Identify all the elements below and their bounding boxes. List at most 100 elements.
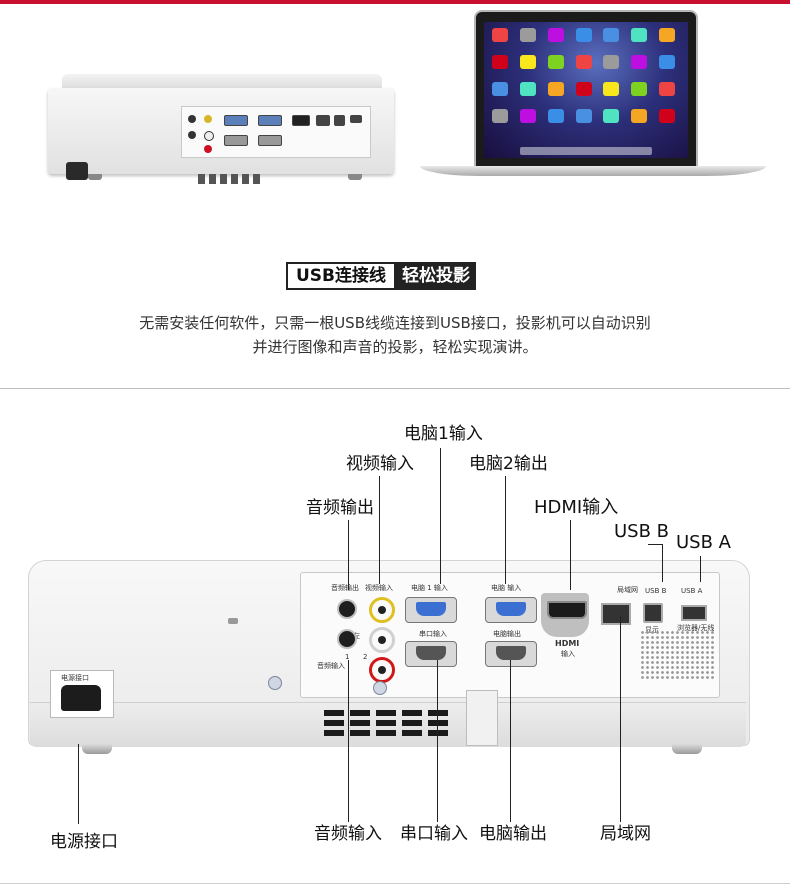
app-icon-grid <box>492 28 682 132</box>
leader-line-lan <box>620 616 621 822</box>
panel-label-usb-a-sub: 浏览器/无线 <box>677 624 715 632</box>
app-icon <box>492 28 508 42</box>
laptop-illustration <box>420 10 766 180</box>
app-icon <box>659 28 676 42</box>
app-icon <box>575 55 592 69</box>
leader-line-serial-in <box>437 660 438 822</box>
panel-label-audio-in: 音频输入 <box>317 662 345 670</box>
app-icon <box>631 82 648 96</box>
power-socket-icon <box>61 685 101 711</box>
panel-label-power: 电源接口 <box>61 674 89 682</box>
app-icon <box>575 109 592 123</box>
leader-line-video-in <box>379 476 380 584</box>
app-icon <box>519 28 536 42</box>
audio-jack-icon <box>188 131 196 139</box>
panel-label-serial-in: 串口输入 <box>419 630 447 638</box>
app-icon <box>631 55 648 69</box>
leader-line-usb-a <box>700 556 701 582</box>
panel-label-pc2-in: 电脑 输入 <box>491 584 522 592</box>
callout-usb-b: USB B <box>614 521 670 542</box>
callout-lan: 局域网 <box>600 824 651 844</box>
hdmi-logo: HDMI <box>555 639 580 648</box>
description-line-2: 并进行图像和声音的投影，轻松实现演讲。 <box>252 338 538 356</box>
lock-slot <box>228 618 238 624</box>
lan-port-icon <box>601 603 631 625</box>
app-icon <box>575 28 592 42</box>
app-icon <box>519 82 536 96</box>
projector-rear-thumbnail <box>48 74 394 184</box>
callout-power: 电源接口 <box>50 832 118 852</box>
panel-label-hdmi-sub: 输入 <box>561 650 575 658</box>
hdmi-port-icon <box>292 115 310 126</box>
usb-port-icon <box>350 115 362 123</box>
audio-out-jack-icon <box>337 599 357 619</box>
screw-icon <box>373 681 387 695</box>
pc1-in-vga-port-icon <box>405 597 457 623</box>
app-icon <box>492 82 508 96</box>
audio-in-jack-1-icon <box>337 629 357 649</box>
panel-label-usb-a: USB A <box>681 587 703 595</box>
app-icon <box>603 109 620 123</box>
video-in-rca-icon <box>369 597 395 623</box>
rca-jack-icon <box>204 131 214 141</box>
laptop-lid <box>474 10 698 172</box>
leader-line-pc-out <box>510 660 511 822</box>
callout-video-in: 视频输入 <box>346 454 414 474</box>
feature-headline: USB连接线 轻松投影 <box>286 262 477 290</box>
projector-foot <box>88 174 102 180</box>
leader-line-audio-out <box>348 520 349 590</box>
vent-grille <box>324 710 452 736</box>
rca-jack-icon <box>204 145 212 153</box>
projector-foot <box>348 174 362 180</box>
app-icon <box>631 109 648 123</box>
panel-label-usb-b: USB B <box>645 587 667 595</box>
pc-out-vga-port-icon <box>485 641 537 667</box>
section-divider <box>0 388 790 389</box>
app-icon <box>492 109 508 123</box>
callout-pc2-out: 电脑2输出 <box>469 454 548 474</box>
app-icon <box>547 109 564 123</box>
usb-b-port-icon <box>643 603 663 623</box>
callout-audio-out: 音频输出 <box>306 498 374 518</box>
laptop-base <box>420 166 766 176</box>
leader-line-usb-b <box>662 544 663 582</box>
app-icon <box>519 109 536 123</box>
app-icon <box>519 55 536 69</box>
power-socket-icon <box>66 162 88 180</box>
leader-line-pc1-in <box>440 448 441 584</box>
leader-line-pc2-out <box>505 476 506 584</box>
leader-line-usb-b-h <box>648 544 662 545</box>
serial-port-icon <box>224 135 248 146</box>
app-icon <box>603 55 620 69</box>
screw-icon <box>268 676 282 690</box>
leader-line-hdmi-in <box>570 520 571 590</box>
dock <box>520 147 652 155</box>
vga-port-icon <box>224 115 248 126</box>
panel-label-lan: 局域网 <box>617 586 638 594</box>
panel-label-num-2: 2 <box>363 653 368 661</box>
description-line-1: 无需安装任何软件，只需一根USB线缆连接到USB接口，投影机可以自动识别 <box>139 314 651 332</box>
app-icon <box>659 82 676 96</box>
hdmi-port-icon <box>547 601 587 619</box>
top-accent-rule <box>0 0 790 4</box>
app-icon <box>603 28 620 42</box>
laptop-screen <box>484 22 688 158</box>
speaker-grille <box>640 630 716 680</box>
app-icon <box>659 55 676 69</box>
leader-line-power <box>78 744 79 824</box>
callout-serial-in: 串口输入 <box>400 824 468 844</box>
panel-label-pc-out: 电脑输出 <box>493 630 521 638</box>
panel-label-audio-out: 音频输出 <box>331 584 359 592</box>
connector-panel <box>181 106 371 158</box>
projector-body <box>48 88 394 184</box>
callout-usb-a: USB A <box>676 532 731 553</box>
adjuster-tab <box>466 690 498 746</box>
vent-grille <box>198 174 262 184</box>
audio-jack-icon <box>188 115 196 123</box>
app-icon <box>575 82 592 96</box>
callout-hdmi-in: HDMI输入 <box>534 497 619 518</box>
serial-in-port-icon <box>405 641 457 667</box>
headline-usb-cable: USB连接线 <box>286 262 397 290</box>
callout-pc1-in: 电脑1输入 <box>404 424 483 444</box>
